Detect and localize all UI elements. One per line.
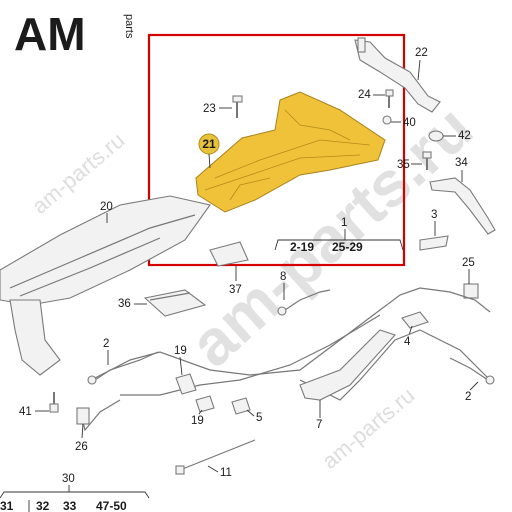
watermark-small: am-parts.ru <box>27 127 129 218</box>
part-20-panel[interactable] <box>0 195 211 376</box>
part-34-bracket[interactable] <box>429 177 496 235</box>
part-4-clip[interactable] <box>401 311 429 329</box>
label-25-29: 25-29 <box>332 240 363 254</box>
label-40: 40 <box>403 117 416 129</box>
label-21: 21 <box>202 137 216 151</box>
part-25-connector[interactable] <box>463 283 479 299</box>
label-41: 41 <box>19 406 32 418</box>
part-26-connector[interactable] <box>76 407 90 425</box>
part-35-bolt[interactable] <box>422 151 432 170</box>
label-1: 1 <box>341 217 347 229</box>
label-2-19: 2-19 <box>290 240 314 254</box>
part-24-bolt[interactable] <box>385 89 394 108</box>
part-22-bracket[interactable] <box>354 37 441 113</box>
part-3-clip[interactable] <box>419 235 449 251</box>
label-2-right: 2 <box>465 391 471 403</box>
label-19-top: 19 <box>174 345 187 357</box>
part-19-clip[interactable] <box>175 373 215 413</box>
label-22: 22 <box>415 47 428 59</box>
label-30: 30 <box>62 473 75 485</box>
logo: AM parts <box>14 8 135 60</box>
label-42: 42 <box>458 130 471 142</box>
label-32: 32 <box>36 499 50 512</box>
part-11-sensor[interactable] <box>175 439 256 475</box>
part-36-module[interactable] <box>143 289 207 317</box>
part-40-bolt[interactable] <box>382 115 392 125</box>
label-20: 20 <box>100 201 113 213</box>
part-2-sensor-left[interactable] <box>87 351 159 385</box>
label-26: 26 <box>75 441 88 453</box>
label-19-bottom: 19 <box>191 415 204 427</box>
label-23: 23 <box>203 103 216 115</box>
part-2-sensor-right[interactable] <box>449 357 495 385</box>
label-33: 33 <box>63 499 77 512</box>
logo-parts: parts <box>123 14 135 39</box>
label-36: 36 <box>118 298 131 310</box>
highlight-frame <box>147 33 406 267</box>
part-7-bracket[interactable] <box>299 329 396 401</box>
part-21-underbody-panel[interactable] <box>195 91 386 213</box>
part-37-shield[interactable] <box>209 241 249 267</box>
part-23-bolt[interactable] <box>232 95 243 118</box>
label-34: 34 <box>455 157 468 169</box>
label-47-50: 47-50 <box>96 499 127 512</box>
label-11: 11 <box>220 467 232 479</box>
wiring-harness[interactable] <box>79 287 491 432</box>
part-42-grommet[interactable] <box>428 130 444 142</box>
label-2: 2 <box>103 338 109 350</box>
label-24: 24 <box>358 89 371 101</box>
label-3: 3 <box>431 209 437 221</box>
label-25: 25 <box>462 257 475 269</box>
label-37: 37 <box>229 284 242 296</box>
label-8: 8 <box>280 271 286 283</box>
label-35: 35 <box>397 159 410 171</box>
label-7: 7 <box>316 419 322 431</box>
label-31: 31 <box>0 499 14 512</box>
label-4: 4 <box>404 336 411 348</box>
part-8-sensor[interactable] <box>277 289 331 316</box>
part-5-clip[interactable] <box>231 397 251 415</box>
label-5: 5 <box>256 412 262 424</box>
logo-am: AM <box>14 8 86 60</box>
part-41-bolt[interactable] <box>49 392 59 413</box>
